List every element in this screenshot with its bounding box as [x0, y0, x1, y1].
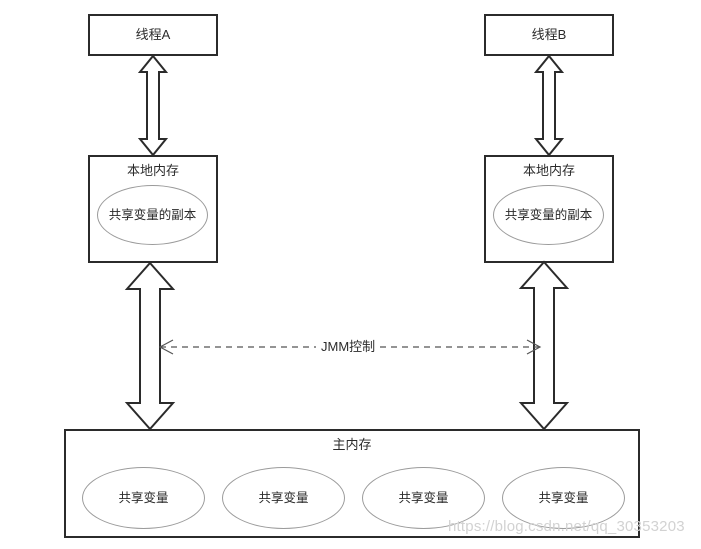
jmm-arrowhead-right	[526, 339, 542, 355]
jmm-arrowhead-left	[158, 339, 174, 355]
thread-b-label: 线程B	[531, 27, 567, 42]
main-memory-variable-label: 共享变量	[118, 490, 169, 505]
arrow-local-b-main	[518, 260, 570, 431]
local-memory-b-label: 本地内存	[522, 163, 575, 178]
local-memory-a-label: 本地内存	[126, 163, 179, 178]
main-memory-label: 主内存	[332, 437, 372, 452]
main-memory-variable-label: 共享变量	[258, 490, 309, 505]
main-memory-variable-ellipse: 共享变量	[222, 467, 345, 529]
main-memory-variable-ellipse: 共享变量	[362, 467, 485, 529]
main-memory-variable-label: 共享变量	[398, 490, 449, 505]
main-memory-variable-ellipse: 共享变量	[82, 467, 205, 529]
arrow-thread-b-local-b	[533, 54, 565, 157]
local-memory-a-variable-ellipse: 共享变量的副本	[97, 185, 208, 245]
thread-a-box: 线程A	[88, 14, 218, 56]
arrow-thread-a-local-a	[137, 54, 169, 157]
main-memory-variable-label: 共享变量	[538, 490, 589, 505]
main-memory-variable-ellipse: 共享变量	[502, 467, 625, 529]
arrow-local-a-main	[124, 261, 176, 431]
thread-a-label: 线程A	[135, 27, 171, 42]
jmm-control-label: JMM控制	[316, 339, 381, 355]
local-memory-b-variable-ellipse: 共享变量的副本	[493, 185, 604, 245]
local-memory-a-variable-label: 共享变量的副本	[108, 207, 197, 222]
local-memory-b-variable-label: 共享变量的副本	[504, 207, 593, 222]
thread-b-box: 线程B	[484, 14, 614, 56]
watermark-text: https://blog.csdn.net/qq_30353203	[448, 518, 685, 535]
